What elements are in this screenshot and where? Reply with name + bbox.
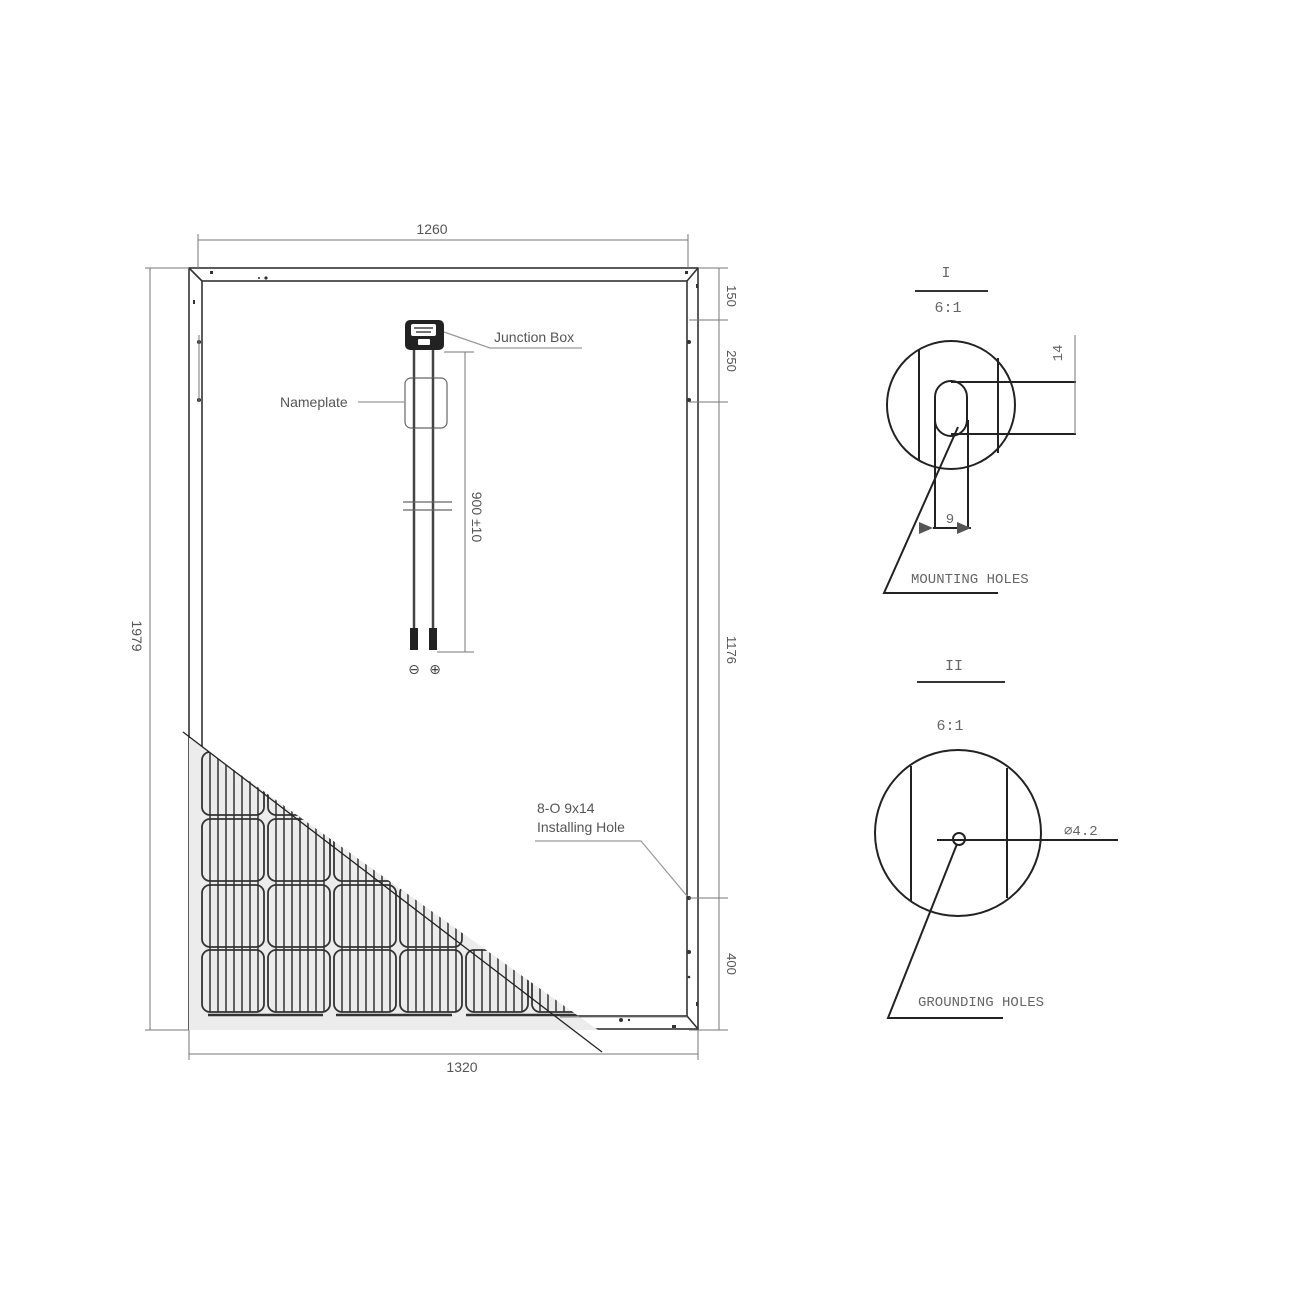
dim-diameter-label: ⌀4.2 <box>1064 824 1098 840</box>
solar-cells-cutaway <box>189 735 598 1030</box>
installing-hole-callout: 8-O 9x14 Installing Hole <box>535 800 688 897</box>
installing-hole-label-2: Installing Hole <box>537 819 625 835</box>
dim-1176-label: 1176 <box>724 636 739 664</box>
detail-II-title: II <box>945 658 963 675</box>
mounting-slot-shape <box>934 380 968 437</box>
detail-II-scale: 6:1 <box>936 718 963 735</box>
dim-400-label: 400 <box>724 953 739 975</box>
dim-cable-length-label: 900 ±10 <box>469 492 485 543</box>
frame-corners <box>188 267 699 1030</box>
grounding-holes-leader <box>886 843 1003 1019</box>
installing-hole-label-1: 8-O 9x14 <box>537 800 595 816</box>
negative-terminal-icon: ⊖ <box>408 662 420 678</box>
dim-250-label: 250 <box>724 350 739 372</box>
mounting-holes-leader <box>882 426 998 594</box>
dim-outer-width: 1320 <box>188 1030 699 1075</box>
dim-150-label: 150 <box>724 285 739 307</box>
mounting-slot-extension <box>934 420 969 528</box>
dim-inner-width-label: 1260 <box>416 221 447 237</box>
panel-main-view: 1260 1320 1979 150 250 1176 400 <box>129 221 739 1075</box>
nameplate-label: Nameplate <box>280 394 348 410</box>
dim-inner-width: 1260 <box>197 221 689 268</box>
dim-cable-length: 900 ±10 <box>437 351 485 653</box>
mounting-holes-label: MOUNTING HOLES <box>911 572 1029 588</box>
dim-14-extension <box>951 381 1076 435</box>
detail-II-circle <box>874 749 1042 917</box>
detail-I-title: I <box>941 265 950 282</box>
grounding-holes-label: GROUNDING HOLES <box>918 995 1044 1011</box>
dim-14-label: 14 <box>1051 345 1067 362</box>
detail-I-scale: 6:1 <box>934 300 961 317</box>
junction-box-label: Junction Box <box>494 329 574 345</box>
detail-I-mounting-holes: I 6:1 14 9 MOUNTING HOLES <box>882 265 1076 594</box>
cutaway-line <box>182 731 603 1053</box>
dim-outer-width-label: 1320 <box>446 1059 477 1075</box>
connectors: ⊖ ⊕ <box>408 628 441 678</box>
detail-I-circle <box>886 340 1016 470</box>
dim-right-chain: 150 250 1176 400 <box>689 267 739 1031</box>
dim-9-label: 9 <box>946 512 954 528</box>
positive-terminal-icon: ⊕ <box>429 662 441 678</box>
dim-height-label: 1979 <box>129 620 145 651</box>
dim-height: 1979 <box>129 267 189 1031</box>
nameplate: Nameplate <box>280 377 448 429</box>
junction-box: Junction Box <box>405 320 582 350</box>
detail-II-grounding-holes: II 6:1 ⌀4.2 GROUNDING HOLES <box>874 658 1118 1019</box>
